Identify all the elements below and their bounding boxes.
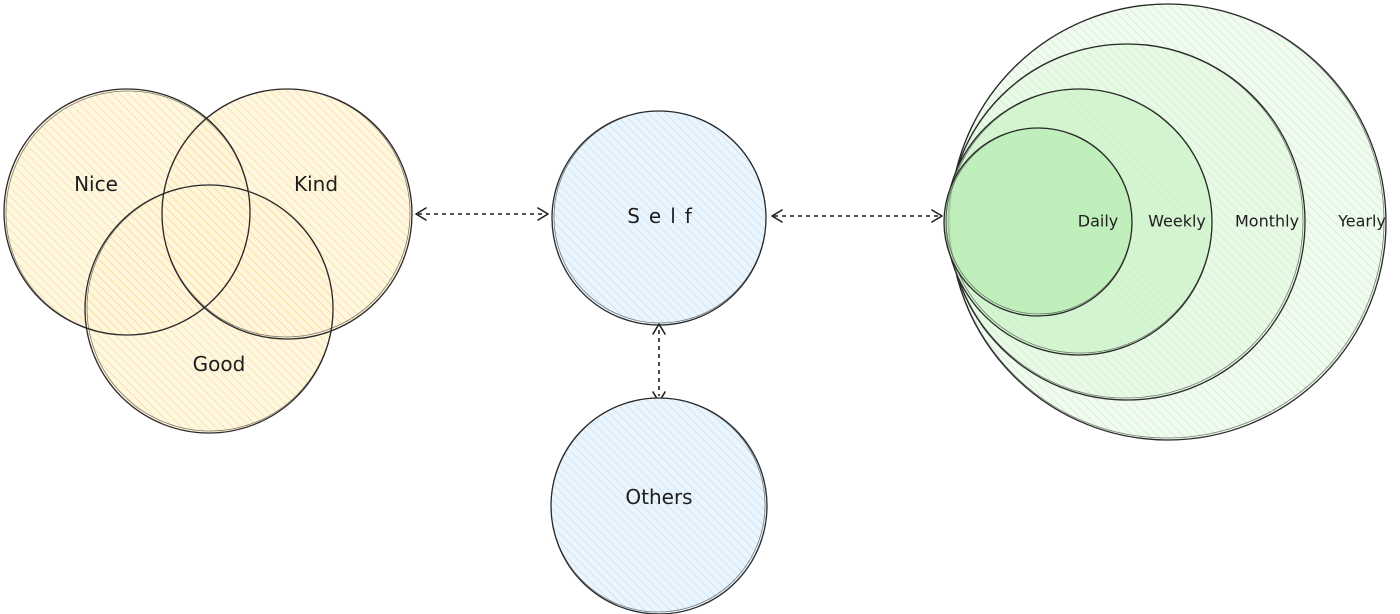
arrow-self-nested	[771, 209, 943, 223]
label-self: Self	[627, 204, 701, 228]
label-good: Good	[193, 352, 246, 376]
arrow-self-others	[652, 323, 666, 403]
nested-circles: Daily Weekly Monthly Yearly	[943, 3, 1387, 441]
circle-daily	[943, 127, 1133, 317]
self-node: Self	[551, 110, 767, 326]
arrow-venn-self	[415, 207, 549, 221]
label-kind: Kind	[294, 172, 338, 196]
label-nice: Nice	[74, 172, 118, 196]
others-node: Others	[550, 397, 768, 614]
label-monthly: Monthly	[1235, 212, 1299, 231]
label-weekly: Weekly	[1148, 212, 1206, 231]
label-daily: Daily	[1078, 212, 1118, 231]
venn-diagram: Nice Kind Good	[3, 88, 413, 434]
label-yearly: Yearly	[1337, 212, 1386, 231]
venn-circle-good	[85, 185, 333, 433]
label-others: Others	[625, 485, 692, 509]
